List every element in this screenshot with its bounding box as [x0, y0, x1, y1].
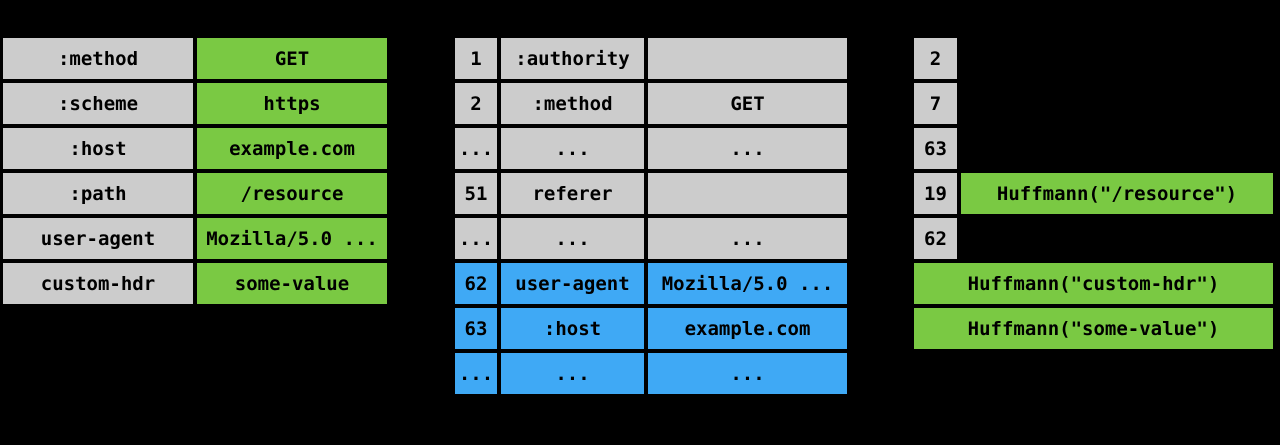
encoded-row: 63	[914, 128, 1273, 169]
index-table-row: 2 :method GET	[455, 83, 847, 124]
header-value-cell: GET	[197, 38, 387, 79]
encoded-index-cell: 62	[914, 218, 957, 259]
value-cell: ...	[648, 218, 847, 259]
header-value-cell: some-value	[197, 263, 387, 304]
encoded-row: 62	[914, 218, 1273, 259]
header-name-cell: :host	[3, 128, 193, 169]
value-cell: GET	[648, 83, 847, 124]
header-row: :method GET	[3, 38, 387, 79]
header-name-cell: user-agent	[3, 218, 193, 259]
encoded-row: 19 Huffmann("/resource")	[914, 173, 1273, 214]
index-cell: 1	[455, 38, 497, 79]
encoded-table: 2 7 63 19 Huffmann("/resource") 62 Huffm…	[914, 38, 1273, 353]
header-row: :host example.com	[3, 128, 387, 169]
encoded-row: 2	[914, 38, 1273, 79]
encoded-index-cell: 19	[914, 173, 957, 214]
encoded-index-cell: 2	[914, 38, 957, 79]
index-table-row-dynamic: 63 :host example.com	[455, 308, 847, 349]
encoded-literal-cell: Huffmann("custom-hdr")	[914, 263, 1273, 304]
index-cell: ...	[455, 353, 497, 394]
header-value-cell: Mozilla/5.0 ...	[197, 218, 387, 259]
value-cell: ...	[648, 353, 847, 394]
encoded-row: 7	[914, 83, 1273, 124]
index-table-row-dynamic: 62 user-agent Mozilla/5.0 ...	[455, 263, 847, 304]
value-cell	[648, 38, 847, 79]
value-cell	[648, 173, 847, 214]
index-table: 1 :authority 2 :method GET ... ... ... 5…	[455, 38, 847, 398]
index-table-row: ... ... ...	[455, 128, 847, 169]
encoded-row: Huffmann("custom-hdr")	[914, 263, 1273, 304]
index-cell: 51	[455, 173, 497, 214]
header-value-cell: example.com	[197, 128, 387, 169]
index-cell: ...	[455, 218, 497, 259]
header-name-cell: :path	[3, 173, 193, 214]
header-name-cell: custom-hdr	[3, 263, 193, 304]
header-row: user-agent Mozilla/5.0 ...	[3, 218, 387, 259]
name-cell: :method	[501, 83, 644, 124]
name-cell: ...	[501, 128, 644, 169]
index-table-row-dynamic: ... ... ...	[455, 353, 847, 394]
index-cell: ...	[455, 128, 497, 169]
value-cell: Mozilla/5.0 ...	[648, 263, 847, 304]
encoded-index-cell: 63	[914, 128, 957, 169]
encoded-index-cell: 7	[914, 83, 957, 124]
name-cell: referer	[501, 173, 644, 214]
header-name-cell: :scheme	[3, 83, 193, 124]
value-cell: example.com	[648, 308, 847, 349]
name-cell: :authority	[501, 38, 644, 79]
name-cell: :host	[501, 308, 644, 349]
index-table-row: 1 :authority	[455, 38, 847, 79]
header-row: :path /resource	[3, 173, 387, 214]
header-row: custom-hdr some-value	[3, 263, 387, 304]
index-cell: 2	[455, 83, 497, 124]
header-name-cell: :method	[3, 38, 193, 79]
index-cell: 63	[455, 308, 497, 349]
name-cell: ...	[501, 218, 644, 259]
header-value-cell: https	[197, 83, 387, 124]
encoded-literal-cell: Huffmann("/resource")	[961, 173, 1273, 214]
headers-table: :method GET :scheme https :host example.…	[3, 38, 387, 308]
index-cell: 62	[455, 263, 497, 304]
index-table-row: ... ... ...	[455, 218, 847, 259]
header-value-cell: /resource	[197, 173, 387, 214]
name-cell: ...	[501, 353, 644, 394]
value-cell: ...	[648, 128, 847, 169]
index-table-row: 51 referer	[455, 173, 847, 214]
name-cell: user-agent	[501, 263, 644, 304]
encoded-row: Huffmann("some-value")	[914, 308, 1273, 349]
encoded-literal-cell: Huffmann("some-value")	[914, 308, 1273, 349]
header-row: :scheme https	[3, 83, 387, 124]
